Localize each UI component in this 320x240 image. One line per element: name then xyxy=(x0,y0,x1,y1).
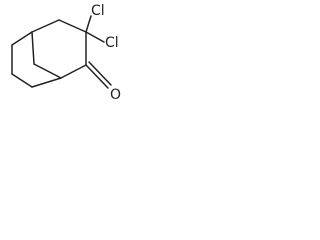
bond xyxy=(85,31,105,43)
molecule-drawing xyxy=(11,15,112,89)
bond xyxy=(85,15,92,33)
bond xyxy=(60,64,87,79)
bond xyxy=(58,19,87,33)
bond xyxy=(33,63,62,79)
atom-label-oxygen: O xyxy=(110,87,122,103)
bond xyxy=(85,64,109,89)
bond xyxy=(31,19,60,33)
bond xyxy=(31,31,35,65)
atom-label-chlorine: Cl xyxy=(105,35,119,51)
bond xyxy=(31,77,62,88)
bond xyxy=(11,31,33,46)
bond xyxy=(11,73,33,88)
atom-label-chlorine: Cl xyxy=(91,3,105,19)
structure-diagram: Cl Cl O xyxy=(0,0,124,112)
bond xyxy=(88,61,112,86)
